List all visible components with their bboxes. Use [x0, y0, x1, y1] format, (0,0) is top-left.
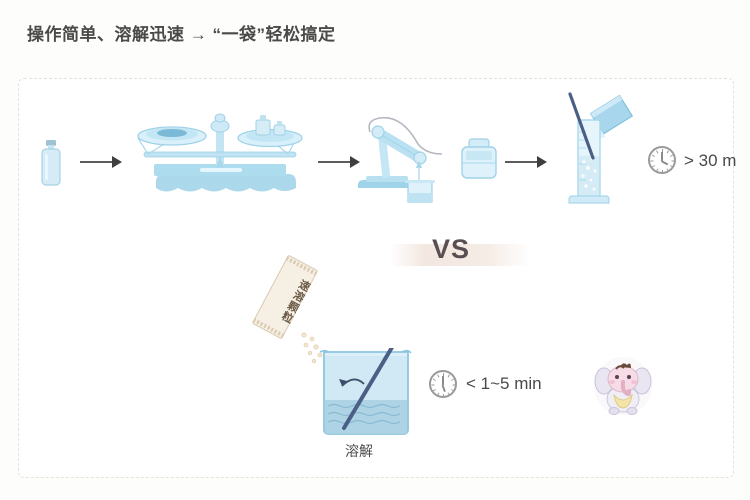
beaker-icon [319, 342, 412, 435]
traditional-time-label: > 30 m [684, 151, 737, 170]
vs-band [390, 244, 530, 266]
beaker-caption: 溶解 [345, 443, 373, 459]
water-container-icon [461, 138, 497, 179]
falling-granules [300, 332, 340, 366]
burette-stand-icon [358, 116, 443, 203]
water-container [460, 138, 498, 180]
bottle-icon [41, 140, 61, 186]
reagent-bottle [35, 138, 67, 190]
burette-stand [358, 110, 458, 204]
graduated-cylinder [548, 92, 638, 207]
arrow-1 [80, 156, 122, 168]
elephant-mascot-icon [594, 357, 652, 415]
vs-label: VS [432, 234, 471, 264]
balance-scale [130, 108, 310, 198]
balance-scale-icon [137, 113, 303, 192]
page-title: 操作简单、溶解迅速 → “一袋”轻松搞定 [27, 25, 336, 44]
graduated-cylinder-icon [568, 92, 634, 204]
clock-icon-traditional [648, 146, 676, 174]
arrow-3 [505, 156, 547, 168]
elephant-mascot [592, 355, 654, 417]
instant-time-label: < 1~5 min [466, 374, 542, 393]
arrow-2 [318, 156, 360, 168]
clock-icon-instant [429, 370, 457, 398]
dissolving-beaker [316, 342, 420, 440]
granule-particles-icon [301, 332, 323, 364]
